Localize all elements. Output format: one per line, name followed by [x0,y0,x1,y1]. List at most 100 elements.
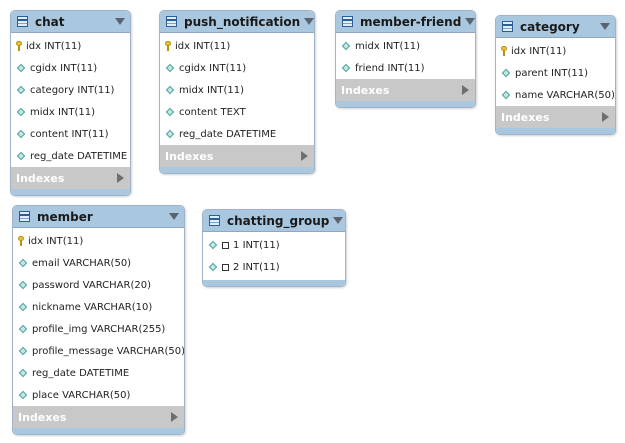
column-row[interactable]: midx INT(11) [336,35,475,57]
entity-header[interactable]: member [13,206,184,228]
column-row[interactable]: cgidx INT(11) [160,57,314,79]
column-list: idx INT(11)parent INT(11)name VARCHAR(50… [496,38,615,106]
column-diamond-icon [18,258,28,268]
entity-header[interactable]: push_notification [160,11,314,33]
column-name: 2 [233,261,240,273]
entity-header[interactable]: category [496,16,615,38]
indexes-label: Indexes [16,171,65,185]
column-type: INT(11) [46,235,84,247]
column-list: midx INT(11)friend INT(11) [336,33,475,79]
column-row[interactable]: reg_date DATETIME [13,362,184,384]
column-name: profile_message [32,345,114,357]
column-row[interactable]: place VARCHAR(50) [13,384,184,406]
column-type: INT(11) [550,67,589,79]
entity-header[interactable]: chatting_group [203,210,345,232]
table-icon [166,16,177,27]
column-type: INT(11) [60,62,98,74]
column-diamond-icon [341,63,351,73]
collapse-arrow-icon[interactable] [169,213,179,220]
column-type: INT(11) [193,40,231,52]
column-name: cgidx [30,62,57,74]
primary-key-icon [165,41,171,51]
entity-bottom-strip [496,128,615,134]
indexes-section[interactable]: Indexes [160,145,314,167]
column-name: email [32,257,60,269]
expand-arrow-icon[interactable] [301,151,308,161]
column-row[interactable]: midx INT(11) [11,101,130,123]
expand-arrow-icon[interactable] [117,173,124,183]
column-row[interactable]: name VARCHAR(50) [496,84,615,106]
column-row[interactable]: idx INT(11) [11,35,130,57]
column-row[interactable]: 2 INT(11) [203,256,345,278]
column-diamond-icon [501,90,511,100]
column-row[interactable]: parent INT(11) [496,62,615,84]
column-diamond-icon [165,107,175,117]
column-diamond-icon [165,63,175,73]
indexes-section[interactable]: Indexes [11,167,130,189]
column-row[interactable]: category INT(11) [11,79,130,101]
column-name: idx [511,45,527,57]
entity-header[interactable]: chat [11,11,130,33]
collapse-arrow-icon[interactable] [600,23,610,30]
column-row[interactable]: profile_message VARCHAR(50) [13,340,184,362]
entity-bottom-strip [336,101,475,107]
column-name: midx [355,40,380,52]
column-name: reg_date [179,128,223,140]
column-name: content [30,128,69,140]
column-row[interactable]: friend INT(11) [336,57,475,79]
column-diamond-icon [18,280,28,290]
entity-bottom-strip [13,428,184,434]
column-type: INT(11) [529,45,567,57]
column-row[interactable]: 1 INT(11) [203,234,345,256]
expand-arrow-icon[interactable] [602,112,609,122]
expand-arrow-icon[interactable] [462,85,469,95]
table-icon [502,21,513,32]
column-name: reg_date [32,367,76,379]
column-type: VARCHAR(50) [116,345,185,357]
entity-title: chat [35,14,65,29]
column-row[interactable]: reg_date DATETIME [160,123,314,145]
collapse-arrow-icon[interactable] [465,18,475,25]
column-row[interactable]: profile_img VARCHAR(255) [13,318,184,340]
indexes-label: Indexes [341,83,390,97]
column-row[interactable]: nickname VARCHAR(10) [13,296,184,318]
column-row[interactable]: email VARCHAR(50) [13,252,184,274]
column-name: midx [30,106,55,118]
collapse-arrow-icon[interactable] [304,18,314,25]
column-diamond-icon [208,240,218,250]
column-type: INT(11) [77,84,115,96]
entity-header[interactable]: member-friend [336,11,475,33]
column-row[interactable]: content TEXT [160,101,314,123]
indexes-section[interactable]: Indexes [13,406,184,428]
column-diamond-icon [165,129,175,139]
column-row[interactable]: idx INT(11) [496,40,615,62]
entity-title: chatting_group [227,213,330,228]
column-diamond-icon [18,368,28,378]
column-row[interactable]: password VARCHAR(20) [13,274,184,296]
column-name: idx [175,40,191,52]
column-type: DATETIME [77,150,128,162]
entity-title: push_notification [184,14,301,29]
column-type: INT(11) [242,239,280,251]
column-row[interactable]: reg_date DATETIME [11,145,130,167]
column-row[interactable]: content INT(11) [11,123,130,145]
column-row[interactable]: idx INT(11) [13,230,184,252]
column-diamond-icon [18,324,28,334]
collapse-arrow-icon[interactable] [115,18,125,25]
indexes-section[interactable]: Indexes [336,79,475,101]
column-row[interactable]: midx INT(11) [160,79,314,101]
indexes-section[interactable]: Indexes [496,106,615,128]
collapse-arrow-icon[interactable] [333,217,344,224]
column-row[interactable]: idx INT(11) [160,35,314,57]
column-type: INT(11) [44,40,82,52]
primary-key-icon [18,236,24,246]
column-diamond-icon [16,151,26,161]
expand-arrow-icon[interactable] [171,412,178,422]
column-row[interactable]: cgidx INT(11) [11,57,130,79]
